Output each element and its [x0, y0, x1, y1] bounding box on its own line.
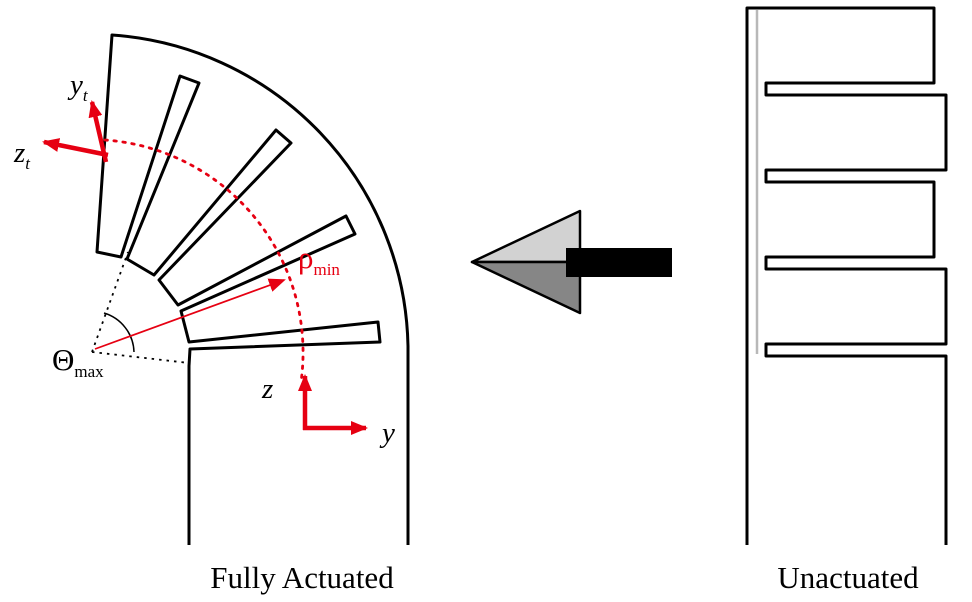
tip-z-axis-label: zt: [13, 137, 31, 173]
tip-frame-z-axis-arrow: [42, 138, 109, 158]
tip-y-axis-label: yt: [67, 69, 89, 105]
transition-arrow-head-lower-facet: [470, 260, 582, 315]
bend-angle-arc: [103, 312, 135, 353]
base-z-axis-label: z: [261, 373, 273, 405]
theta-max-label: Θmax: [52, 342, 104, 381]
transition-arrow-head-upper-facet: [470, 209, 582, 264]
unactuated-figure: Unactuated: [745, 6, 948, 595]
neutral-axis-arc: [103, 138, 305, 384]
fully-actuated-figure: yt zt z y ρmin Θmax Fully Actuated: [13, 33, 410, 595]
bend-angle-baseline: [91, 351, 190, 364]
transition-arrow: [470, 209, 672, 315]
left-figure-caption: Fully Actuated: [210, 560, 394, 595]
right-figure-caption: Unactuated: [777, 560, 919, 595]
actuated-body-outline: [95, 33, 410, 545]
rho-min-label: ρmin: [298, 240, 340, 279]
radius-arrow: [94, 278, 286, 350]
unactuated-body-outline: [745, 6, 948, 545]
transition-arrow-shaft: [566, 248, 672, 277]
base-y-axis-label: y: [379, 417, 395, 449]
bend-angle-ray: [91, 251, 129, 353]
